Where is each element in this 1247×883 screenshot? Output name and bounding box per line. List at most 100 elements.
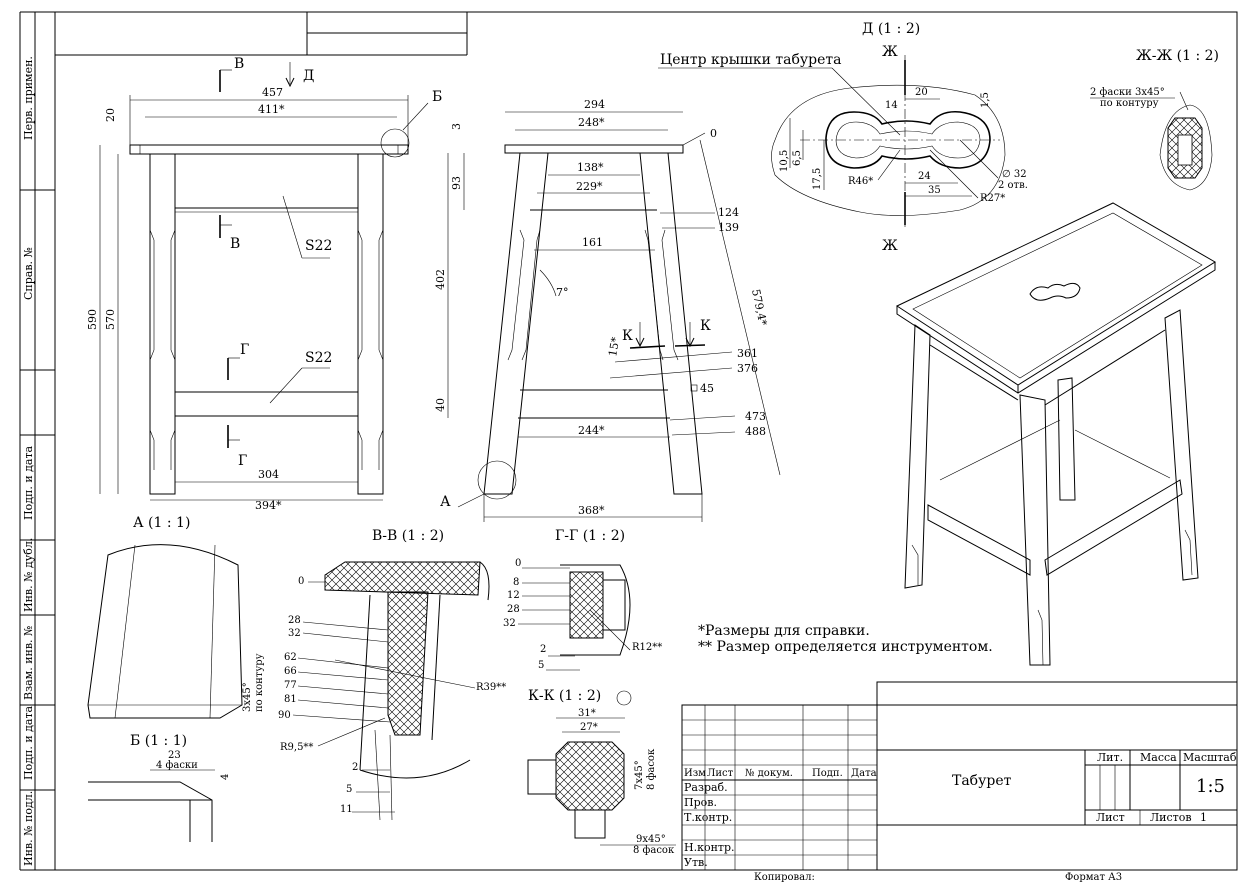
section-kk-dim-3: 8 фасок xyxy=(646,748,657,790)
detail-d-dim-4: 6,5 xyxy=(792,150,803,166)
side-label-1: Справ. № xyxy=(22,247,35,300)
note-1: ** Размер определяется инструментом. xyxy=(698,639,993,655)
side-dim-2: 3 xyxy=(450,123,463,130)
note-0: *Размеры для справки. xyxy=(698,623,870,639)
detail-a-note2: по контуру xyxy=(254,653,265,712)
section-kk-title: К-К (1 : 2) xyxy=(528,688,601,704)
section-gg: Г-Г (1 : 2) 0 8 12 28 32 R12** 2 5 xyxy=(503,528,662,671)
section-zh-title: Ж-Ж (1 : 2) xyxy=(1136,48,1219,64)
isometric-stool xyxy=(895,202,1216,666)
front-cut-3: В xyxy=(230,236,240,252)
section-gg-dim-2: 12 xyxy=(507,590,520,601)
tb-mass-label: Масса xyxy=(1140,751,1177,764)
front-dim-4: 570 xyxy=(104,309,117,330)
side-label-5: Подп. и дата xyxy=(22,705,35,780)
side-dim-13: 15* xyxy=(606,336,622,358)
section-gg-dim-7: 5 xyxy=(538,660,544,671)
detail-d-dim-1: 20 xyxy=(915,87,928,98)
detail-a-title: А (1 : 1) xyxy=(133,515,190,531)
drawing-frame xyxy=(19,11,1238,871)
side-dim-15: 376 xyxy=(737,362,758,375)
side-view: 294 248* 3 0 138* 229* 93 124 139 161 7°… xyxy=(434,98,781,522)
section-kk-dim-5: 8 фасок xyxy=(633,845,675,856)
tb-scale-value: 1:5 xyxy=(1196,776,1225,797)
section-vv-dim-10: 2 xyxy=(352,762,358,773)
detail-b-title: Б (1 : 1) xyxy=(130,733,187,749)
detail-d-caption: Центр крышки табурета xyxy=(660,52,841,68)
footer-copied: Копировал: xyxy=(754,872,815,883)
footer: Копировал: Формат А3 xyxy=(754,872,1122,883)
section-gg-dim-6: 2 xyxy=(540,644,546,655)
section-vv-dim-3: 62 xyxy=(284,652,297,663)
front-dim-0: 457 xyxy=(262,86,283,99)
side-label-3: Инв. № дубл. xyxy=(22,538,35,612)
side-dim-19: 488 xyxy=(745,425,766,438)
tb-header-2: № докум. xyxy=(745,768,793,779)
side-dim-14: 361 xyxy=(737,347,758,360)
detail-d-dim-5: 17,5 xyxy=(812,168,823,190)
section-kk-dim-1: 27* xyxy=(580,722,598,733)
tb-scale-label: Масштаб xyxy=(1183,751,1237,764)
section-vv: В-В (1 : 2) 0 28 32 62 66 77 81 90 R39**… xyxy=(278,528,506,821)
detail-d-dim-9: ∅ 32 xyxy=(1002,169,1027,180)
tb-header-0: Изм xyxy=(684,768,706,779)
detail-d-dim-0: 14 xyxy=(885,100,898,111)
section-gg-dim-4: 32 xyxy=(503,618,516,629)
section-vv-dim-6: 81 xyxy=(284,694,297,705)
section-zh-note2: по контуру xyxy=(1100,98,1159,109)
section-gg-dim-5: R12** xyxy=(632,642,662,653)
front-cut-0: В xyxy=(234,56,244,72)
section-zh: Ж-Ж (1 : 2) 2 фаски 3х45° по контуру xyxy=(1090,48,1219,191)
tb-header-1: Лист xyxy=(707,768,734,779)
tb-lit-label: Лит. xyxy=(1097,751,1123,764)
front-dim-2: 20 xyxy=(104,108,117,122)
front-cut-2: Б xyxy=(432,89,442,105)
section-vv-dim-7: 90 xyxy=(278,710,291,721)
side-dim-16: 45 xyxy=(700,382,714,395)
detail-d-title: Д (1 : 2) xyxy=(862,21,920,37)
section-zh-note1: 2 фаски 3х45° xyxy=(1090,87,1165,98)
detail-d-cut-0: Ж xyxy=(882,44,898,60)
tb-name: Табурет xyxy=(952,773,1012,789)
side-dim-21: 368* xyxy=(578,504,605,517)
front-dim-1: 411* xyxy=(258,103,285,116)
tb-sheets-value: 1 xyxy=(1200,811,1207,824)
side-column-labels: Перв. примен. Справ. № Подп. и дата Инв.… xyxy=(22,56,35,866)
section-gg-dim-1: 8 xyxy=(513,577,519,588)
side-dim-20: 244* xyxy=(578,424,605,437)
detail-d: Д (1 : 2) Центр крышки табурета Ж Ж 14 2… xyxy=(658,21,1028,254)
front-dim-6: 394* xyxy=(255,499,282,512)
side-dim-12: 579,4* xyxy=(749,288,770,327)
detail-d-dim-8: 35 xyxy=(928,185,941,196)
section-kk-dim-0: 31* xyxy=(578,708,596,719)
side-dim-6: 93 xyxy=(450,176,463,190)
section-kk-dim-2: 7х45° xyxy=(634,760,645,790)
detail-d-dim-2: 1,5 xyxy=(980,92,991,108)
detail-d-cut-1: Ж xyxy=(882,238,898,254)
detail-b-dim-1: 4 фаски xyxy=(156,760,198,771)
side-dim-18: 473 xyxy=(745,410,766,423)
section-vv-dim-5: 77 xyxy=(284,680,297,691)
front-view: 457 411* 20 590 570 304 394* В Д Б В Г Г… xyxy=(86,56,442,512)
side-dim-1: 248* xyxy=(578,116,605,129)
section-kk: К-К (1 : 2) 31* 27* 7х45° 8 фасок 9х45° … xyxy=(527,688,676,856)
side-dim-8: 139 xyxy=(718,221,739,234)
tb-role-1: Пров. xyxy=(684,796,717,809)
side-label-0: Перв. примен. xyxy=(22,56,35,140)
front-label-0: S22 xyxy=(305,238,332,254)
front-label-1: S22 xyxy=(305,350,332,366)
side-cut-2: А xyxy=(440,494,451,510)
detail-a-note1: 3х45° xyxy=(242,682,253,712)
front-cut-4: Г xyxy=(240,342,249,358)
section-vv-dim-9: R9,5** xyxy=(280,742,313,753)
front-dim-3: 590 xyxy=(86,309,99,330)
detail-d-dim-6: R46* xyxy=(848,176,873,187)
detail-d-dim-11: R27* xyxy=(980,193,1005,204)
detail-b: Б (1 : 1) 23 4 фаски 4 xyxy=(88,733,231,842)
side-label-2: Подп. и дата xyxy=(22,445,35,520)
tb-header-4: Дата xyxy=(851,768,877,779)
front-cut-1: Д xyxy=(303,68,314,84)
section-vv-dim-1: 28 xyxy=(288,615,301,626)
section-gg-title: Г-Г (1 : 2) xyxy=(555,528,625,544)
